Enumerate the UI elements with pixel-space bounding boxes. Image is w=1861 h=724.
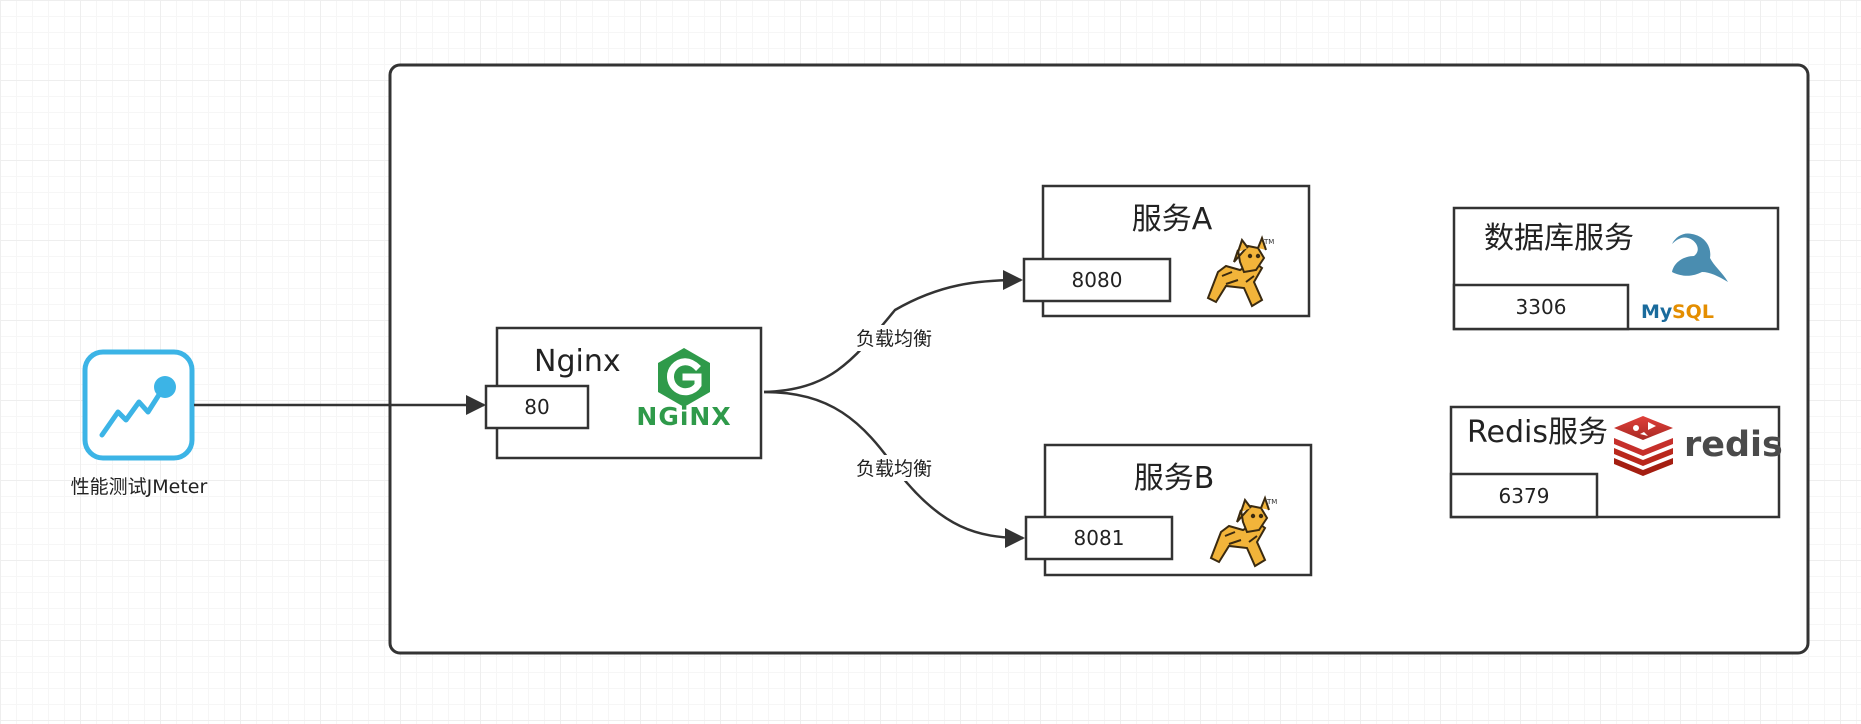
- tomcat-logo: TM: [1209, 495, 1277, 568]
- service-a-node[interactable]: 服务A 8080 TM: [1022, 184, 1311, 318]
- redis-logo: redis: [1614, 416, 1783, 476]
- nginx-title: Nginx: [534, 344, 621, 379]
- jmeter-client: 性能测试JMeter: [71, 349, 208, 498]
- service-b-port-tab: [1024, 515, 1174, 561]
- redis-port: 6379: [1499, 484, 1550, 508]
- database-node[interactable]: 数据库服务 3306 My SQL: [1452, 206, 1780, 331]
- nginx-logo: NGiNX: [636, 348, 731, 431]
- chart-point-icon: [154, 376, 176, 398]
- nginx-logo-text: NGiNX: [636, 402, 731, 431]
- edge-label-lb-b: 负载均衡: [856, 458, 932, 480]
- service-b-port: 8081: [1074, 526, 1125, 550]
- database-port-tab: [1452, 283, 1630, 331]
- redis-node[interactable]: Redis服务 6379 redis: [1449, 405, 1783, 519]
- jmeter-caption: 性能测试JMeter: [71, 476, 208, 498]
- edge-nginx-to-service-a: [763, 270, 1023, 394]
- redis-port-tab: [1449, 472, 1599, 519]
- database-port: 3306: [1516, 295, 1567, 319]
- service-a-port: 8080: [1072, 268, 1123, 292]
- nginx-port: 80: [524, 395, 549, 419]
- svg-text:TM: TM: [1266, 498, 1277, 506]
- service-b-title: 服务B: [1134, 461, 1215, 496]
- svg-text:TM: TM: [1263, 238, 1274, 246]
- mysql-logo-text-my: My: [1641, 301, 1673, 323]
- redis-logo-text: redis: [1684, 425, 1783, 465]
- redis-title: Redis服务: [1467, 415, 1608, 450]
- mysql-logo: My SQL: [1641, 233, 1728, 323]
- database-title: 数据库服务: [1484, 221, 1634, 256]
- edge-label-lb-a: 负载均衡: [856, 328, 932, 350]
- nginx-port-tab: [484, 384, 590, 430]
- service-a-title: 服务A: [1132, 202, 1213, 237]
- service-a-port-tab: [1022, 257, 1172, 303]
- nginx-node[interactable]: Nginx 80 NGiNX: [484, 326, 763, 460]
- chart-line-icon: [99, 387, 165, 438]
- mysql-logo-text-sql: SQL: [1672, 301, 1714, 323]
- service-b-node[interactable]: 服务B 8081 TM: [1024, 443, 1313, 577]
- tomcat-logo: TM: [1206, 235, 1274, 308]
